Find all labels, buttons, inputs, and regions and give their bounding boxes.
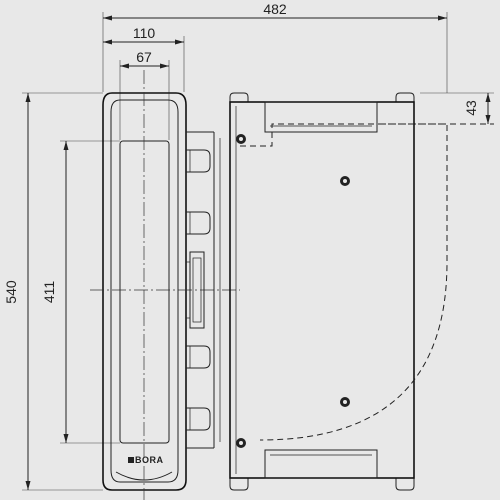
mounting-bracket	[186, 131, 221, 449]
bracket-clip-2	[186, 211, 211, 235]
dimension-label-482: 482	[263, 1, 287, 17]
fan-housing	[229, 92, 448, 491]
top-outlet-slot	[264, 101, 378, 133]
dimension-43: 43	[380, 92, 494, 125]
dimension-label-67: 67	[136, 49, 152, 65]
dimension-67: 67	[119, 49, 170, 140]
bracket-clip-1	[186, 149, 211, 173]
dimension-110: 110	[103, 25, 185, 92]
screw-icon	[340, 397, 350, 407]
screw-icon	[236, 438, 246, 448]
bracket-clip-3	[186, 345, 211, 369]
front-panel	[102, 70, 187, 500]
dimension-411: 411	[41, 140, 120, 444]
screw-icon	[340, 176, 350, 186]
dimension-label-43: 43	[463, 100, 479, 116]
dimension-540: 540	[3, 92, 103, 491]
dimension-label-411: 411	[41, 281, 57, 304]
dimension-482: 482	[102, 1, 448, 93]
hidden-duct-outline	[240, 123, 448, 441]
bora-logo-text: BORA	[135, 455, 164, 465]
bracket-clip-4	[186, 407, 211, 431]
dimension-label-540: 540	[3, 280, 19, 304]
screw-icon	[236, 134, 246, 144]
dimension-label-110: 110	[133, 25, 156, 41]
bracket-center-connector	[186, 251, 205, 329]
bottom-outlet-slot	[264, 449, 378, 479]
bora-logo: BORA	[128, 455, 164, 465]
